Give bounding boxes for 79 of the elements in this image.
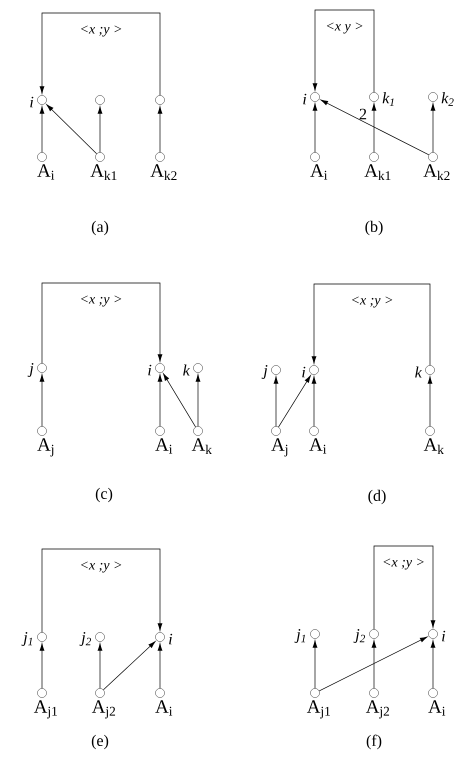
node-label: A$_{i}$ — [155, 438, 172, 454]
arrow — [312, 103, 318, 153]
arrow — [312, 284, 430, 366]
node-label: A$_{k2}$ — [423, 164, 450, 180]
node-label: A$_{i}$ — [309, 438, 326, 454]
arrow — [372, 103, 376, 153]
edge-label: <x ;y > — [78, 560, 124, 574]
arrow — [312, 10, 374, 93]
node-label: j — [262, 365, 268, 379]
arrow — [163, 373, 196, 428]
arrow — [274, 376, 278, 427]
node-label: j$_{1}$ — [22, 632, 32, 646]
node-label: j$_{1}$ — [294, 629, 306, 643]
arrow — [312, 376, 316, 427]
node-label: A$_{k1}$ — [364, 164, 390, 180]
node-label: A$_{j2}$ — [366, 700, 390, 718]
arrow — [103, 641, 156, 690]
node-label: k — [415, 366, 422, 378]
arrow — [98, 643, 102, 689]
node-label: A$_{i}$ — [155, 700, 172, 716]
arrow — [40, 12, 160, 96]
arrow — [98, 106, 102, 153]
circle-node — [95, 95, 105, 105]
arrow — [312, 640, 318, 689]
arrow — [320, 100, 430, 156]
panel-caption: (a) — [92, 220, 108, 236]
panel-caption: (f) — [366, 734, 382, 750]
panel-caption: (e) — [92, 734, 108, 750]
arrow — [158, 374, 162, 427]
node-label: j — [28, 363, 34, 377]
node-label: i — [442, 630, 446, 642]
node-label: j$_{2}$ — [354, 629, 366, 643]
arrow — [40, 374, 44, 427]
arrow — [278, 375, 311, 428]
arrow — [158, 643, 162, 689]
arrow — [372, 640, 376, 689]
arrow — [430, 103, 436, 153]
node-label: i — [30, 96, 34, 108]
node-label: k$_{1}$ — [382, 92, 394, 106]
arrow — [40, 643, 44, 689]
arrow — [42, 548, 162, 633]
node-label: i — [148, 364, 152, 376]
panel-caption: (d) — [368, 490, 386, 504]
arrow — [46, 104, 97, 154]
node-label: A$_{j1}$ — [34, 700, 57, 718]
panel-caption: (c) — [96, 488, 112, 502]
node-label: i — [302, 366, 306, 378]
node-label: k$_{2}$ — [442, 92, 454, 106]
edge-label: <x ;y > — [78, 24, 124, 38]
node-label: j$_{2}$ — [80, 632, 92, 646]
number-label: 2 — [360, 108, 366, 120]
arrow — [196, 374, 200, 427]
node-label: A$_{k1}$ — [90, 164, 116, 180]
arrow — [42, 282, 162, 364]
node-label: A$_{j}$ — [37, 438, 54, 456]
node-label: A$_{i}$ — [428, 700, 446, 716]
node-label: A$_{j}$ — [271, 438, 288, 456]
arrow — [40, 106, 44, 153]
edge-label: <x ;y > — [350, 295, 394, 309]
node-label: A$_{j2}$ — [92, 700, 116, 718]
panel-caption: (b) — [365, 220, 383, 236]
edge-label: <x y > — [324, 21, 365, 35]
node-label: i — [303, 94, 306, 104]
arrow — [318, 636, 428, 692]
arrow — [430, 640, 436, 689]
node-label: i — [169, 634, 172, 644]
node-label: A$_{k}$ — [424, 438, 444, 454]
arrow — [428, 376, 432, 427]
node-label: A$_{k2}$ — [150, 164, 177, 180]
edge-label: <x ;y > — [78, 294, 124, 308]
circle-node — [155, 95, 165, 105]
arrow — [158, 106, 162, 153]
node-label: A$_{k}$ — [192, 438, 212, 454]
node-label: A$_{j1}$ — [306, 700, 330, 718]
node-label: k — [183, 364, 190, 376]
edge-label: <x ;y > — [381, 557, 426, 571]
node-label: A$_{i}$ — [37, 164, 54, 180]
node-label: A$_{i}$ — [310, 164, 328, 180]
arrow — [374, 546, 436, 630]
